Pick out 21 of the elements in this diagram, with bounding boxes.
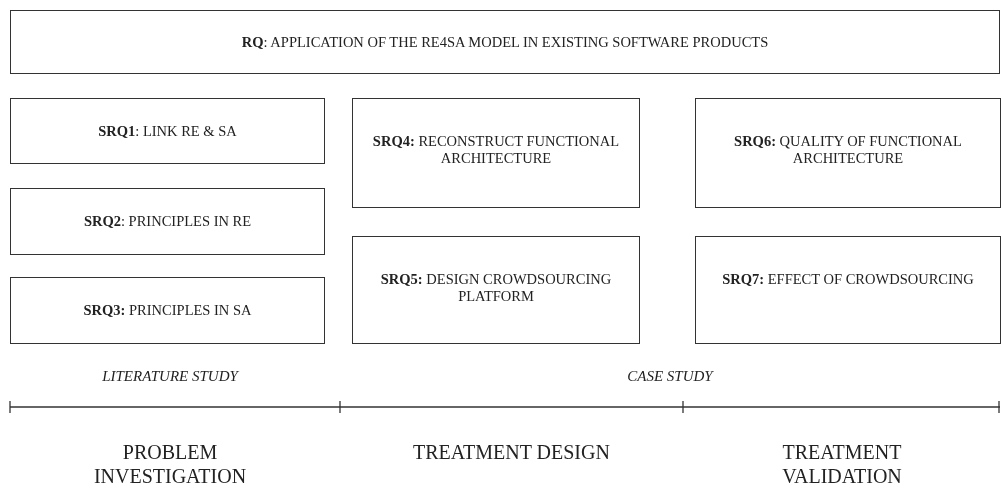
sub-question-box — [10, 98, 325, 164]
question-text: RQ: APPLICATION OF THE RE4SA MODEL IN EXISTING SOFTWARE PRODUCTS — [241, 33, 769, 51]
sub-question-box — [10, 277, 325, 344]
question-text: SRQ2: PRINCIPLES IN RE — [83, 213, 252, 230]
sub-question-box — [10, 188, 325, 255]
question-text: SRQ1: LINK RE & SA — [98, 122, 237, 140]
sub-question-box — [695, 98, 1001, 208]
phase-label: PROBLEM INVESTIGATION — [92, 440, 248, 488]
sub-question-box — [352, 236, 640, 344]
sub-question-box — [695, 236, 1001, 344]
question-text: SRQ5: DESIGN CROWDSOURCING PLATFORM — [379, 271, 613, 305]
sub-question-box — [352, 98, 640, 208]
phase-label: TREATMENT DESIGN — [412, 440, 611, 464]
method-label: LITERATURE STUDY — [101, 368, 240, 385]
question-text: SRQ4: RECONSTRUCT FUNCTIONAL ARCHITECTURE — [371, 133, 621, 167]
question-text: SRQ7: EFFECT OF CROWDSOURCING — [722, 271, 974, 288]
phase-label: TREATMENT VALIDATION — [781, 440, 903, 488]
research-question-box — [10, 10, 1000, 74]
method-label: CASE STUDY — [626, 368, 715, 385]
question-text: SRQ6: QUALITY OF FUNCTIONAL ARCHITECTURE — [733, 133, 963, 167]
question-text: SRQ3: PRINCIPLES IN SA — [83, 302, 252, 319]
